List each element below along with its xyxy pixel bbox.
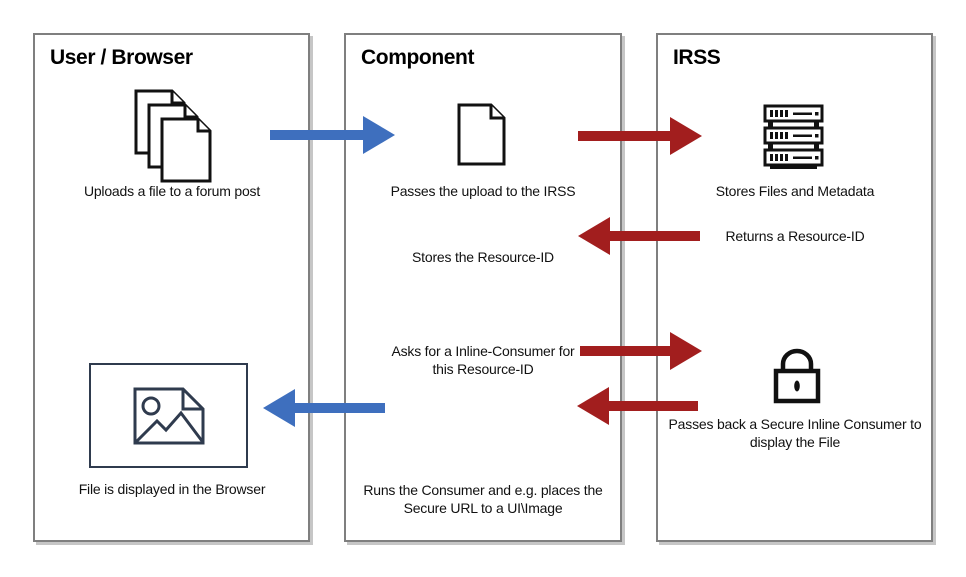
lane-title-user-browser: User / Browser (50, 46, 193, 69)
arrow-return-resource-id (578, 217, 700, 255)
arrow-pass-consumer (577, 387, 698, 425)
arrow-display-file (263, 389, 385, 427)
label-pass-upload: Passes the upload to the IRSS (390, 183, 576, 199)
label-runs-consumer: Runs the Consumer and e.g. places the Se… (345, 481, 621, 517)
label-upload: Uploads a file to a forum post (83, 183, 261, 199)
label-passes-back: Passes back a Secure Inline Consumer to … (657, 415, 933, 451)
label-runs-consumer-line2: Secure URL to a UI\Image (403, 500, 563, 516)
arrow-upload (270, 116, 395, 154)
lane-component: Component (344, 33, 622, 542)
arrow-ask-consumer (580, 332, 702, 370)
label-ask-consumer-line2: this Resource-ID (432, 361, 534, 377)
label-runs-consumer-line1: Runs the Consumer and e.g. places the (363, 482, 603, 498)
browser-viewport-frame (89, 363, 248, 468)
label-stores-files: Stores Files and Metadata (715, 183, 875, 199)
label-passes-back-line2: display the File (749, 434, 841, 450)
document-icon (457, 103, 507, 172)
label-store-resource-id: Stores the Resource-ID (412, 249, 554, 265)
arrow-pass-upload (578, 117, 702, 155)
server-icon (763, 104, 825, 176)
lane-irss: IRSS (656, 33, 933, 542)
lane-title-irss: IRSS (673, 46, 721, 69)
documents-stack-icon (134, 89, 214, 189)
label-returns-resource-id: Returns a Resource-ID (725, 228, 865, 244)
lock-icon (770, 347, 824, 409)
label-ask-consumer: Asks for a Inline-Consumer for this Reso… (345, 342, 621, 378)
lane-title-component: Component (361, 46, 475, 69)
label-ask-consumer-line1: Asks for a Inline-Consumer for (391, 343, 575, 359)
image-placeholder-icon (133, 387, 204, 444)
label-passes-back-line1: Passes back a Secure Inline Consumer to (668, 416, 922, 432)
label-file-displayed: File is displayed in the Browser (78, 481, 266, 497)
